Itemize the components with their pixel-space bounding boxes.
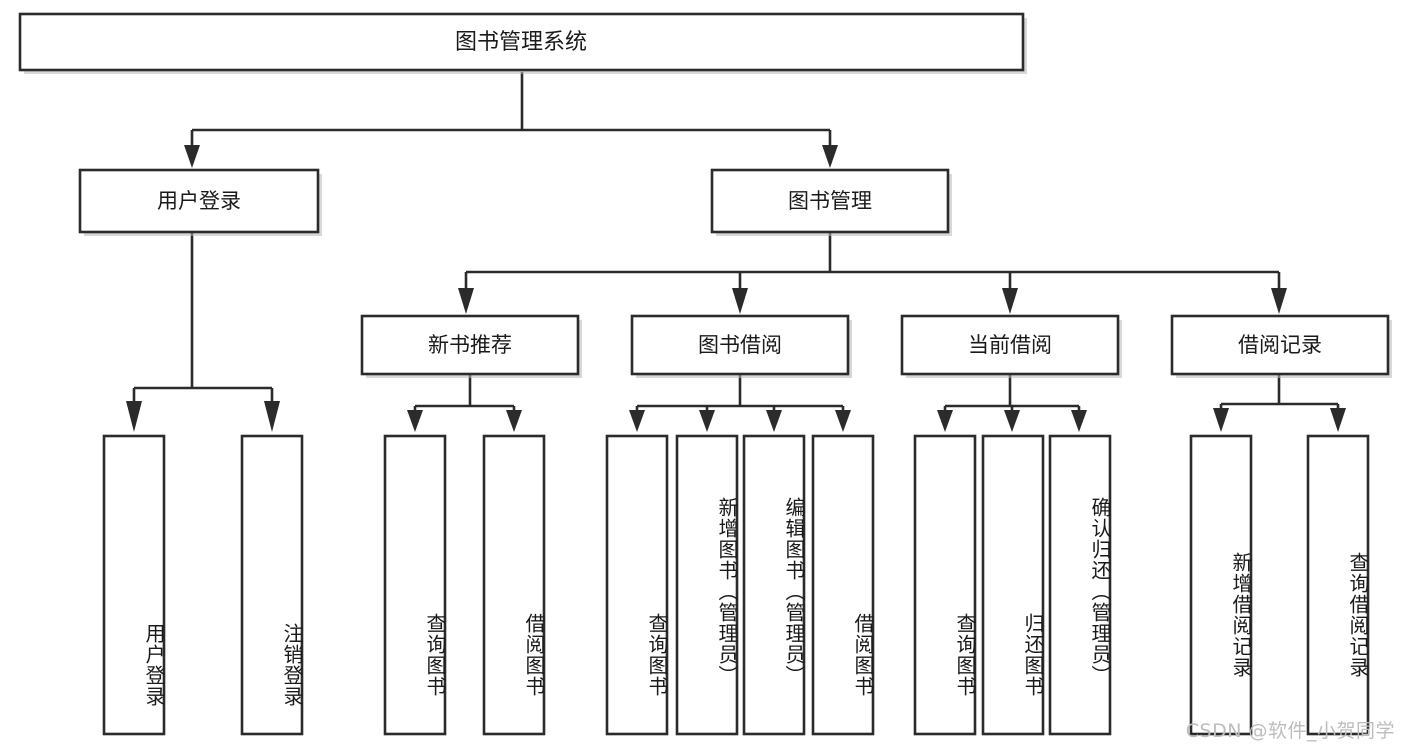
node-book-borrow[interactable]: 图书借阅 [630,314,852,378]
arrow-head-leaf-add-record [1213,408,1229,432]
leaf-node-confirm-return-box[interactable] [1048,434,1112,736]
leaf-node-edit-book[interactable] [742,434,806,736]
connector-group-new-book-leaves [407,374,522,432]
leaf-node-query-borrow-record-box[interactable] [1306,434,1370,736]
arrow-head-borrow-record [1271,288,1287,314]
arrow-head-leaf-query-book-2 [629,410,645,432]
node-book-borrow-box[interactable] [630,314,850,376]
node-borrow-record-label: 借阅记录 [1238,333,1322,357]
node-borrow-record[interactable]: 借阅记录 [1170,314,1392,378]
connector-group-borrow-record-leaves [1213,374,1346,432]
leaf-node-borrow-book-recommend-box[interactable] [482,434,546,736]
leaf-node-borrow-book-box[interactable] [811,434,875,736]
node-user-login-box[interactable] [78,168,320,234]
node-current-borrow[interactable]: 当前借阅 [900,314,1122,378]
leaf-node-user-login[interactable] [102,434,166,736]
arrow-head-current-borrow [1002,288,1018,314]
leaf-node-query-book-current-box[interactable] [913,434,977,736]
arrow-head-new-book [458,288,474,314]
connector-group-user-login-leaves [126,232,280,432]
leaf-node-logout-box[interactable] [240,434,304,736]
arrow-head-leaf-borrow-book-1 [506,410,522,432]
arrow-head-book-mgmt [822,145,838,168]
leaf-node-user-login-box[interactable] [102,434,166,736]
leaf-node-edit-book-box[interactable] [742,434,806,736]
csdn-watermark: CSDN @软件_小贺同学 [1185,720,1395,742]
leaf-node-borrow-book[interactable] [811,434,875,736]
arrow-head-leaf-return-book [1004,410,1020,432]
leaf-node-return-book-box[interactable] [981,434,1045,736]
arrow-head-leaf-query-book-1 [407,410,423,432]
node-book-borrow-label: 图书借阅 [698,333,782,357]
arrow-head-leaf-borrow-book-2 [835,410,851,432]
leaf-node-query-borrow-record[interactable] [1306,434,1370,736]
arrow-head-user-login [184,145,200,168]
node-borrow-record-box[interactable] [1170,314,1390,376]
leaf-node-logout[interactable] [240,434,304,736]
connector-group-current-borrow-leaves [937,374,1087,432]
leaf-node-return-book[interactable] [981,434,1045,736]
arrow-head-leaf-logout [264,401,280,432]
node-root-label: 图书管理系统 [455,30,587,55]
arrow-head-leaf-edit-book [766,410,782,432]
leaf-node-borrow-book-recommend[interactable] [482,434,546,736]
node-book-management-label: 图书管理 [788,189,872,213]
connector-group-root [184,72,838,168]
arrow-head-leaf-query-book-3 [937,410,953,432]
node-root-box[interactable] [18,12,1025,72]
arrow-head-leaf-confirm-return [1071,410,1087,432]
node-user-login-label: 用户登录 [157,189,241,213]
node-new-book-recommend-label: 新书推荐 [428,333,512,357]
node-current-borrow-box[interactable] [900,314,1120,376]
connector-group-book-borrow-leaves [629,374,851,432]
arrow-head-book-borrow [732,288,748,314]
node-user-login[interactable]: 用户登录 [78,168,322,236]
node-book-management-box[interactable] [710,168,950,234]
leaf-node-confirm-return[interactable] [1048,434,1112,736]
leaf-node-query-book-recommend-box[interactable] [383,434,447,736]
leaf-node-query-book-borrow[interactable] [605,434,669,736]
leaf-node-add-borrow-record-box[interactable] [1189,434,1253,736]
arrow-head-leaf-user-login [126,401,142,432]
leaf-node-query-book-current[interactable] [913,434,977,736]
leaf-node-query-book-recommend[interactable] [383,434,447,736]
leaf-node-add-book[interactable] [675,434,739,736]
node-current-borrow-label: 当前借阅 [968,333,1052,357]
node-new-book-recommend-box[interactable] [360,314,580,376]
leaf-node-query-book-borrow-box[interactable] [605,434,669,736]
node-new-book-recommend[interactable]: 新书推荐 [360,314,582,378]
arrow-head-leaf-query-record [1330,408,1346,432]
node-book-management[interactable]: 图书管理 [710,168,952,236]
leaf-node-add-borrow-record[interactable] [1189,434,1253,736]
connector-group-book-mgmt [458,232,1287,314]
leaf-node-add-book-box[interactable] [675,434,739,736]
node-root[interactable]: 图书管理系统 [18,12,1027,74]
arrow-head-leaf-add-book [699,410,715,432]
